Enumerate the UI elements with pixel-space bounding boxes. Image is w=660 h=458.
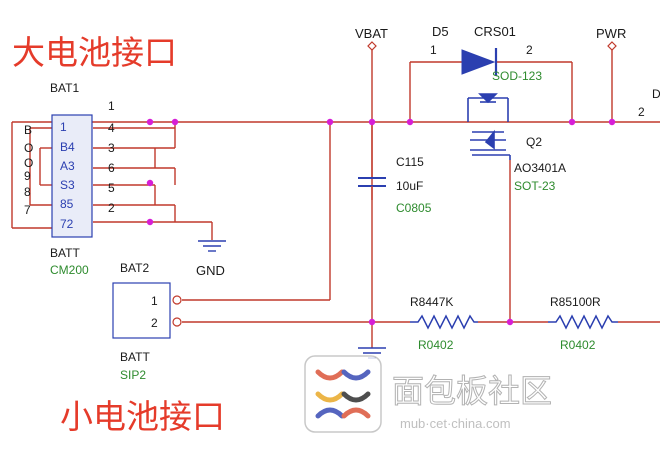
svg-text:4: 4	[108, 121, 115, 135]
svg-text:O: O	[24, 141, 33, 155]
watermark: 面包板社区 mub·cet·china.com	[304, 355, 553, 433]
gnd-symbol: GND	[196, 240, 226, 278]
d5-diode: D5 1 CRS01 2 SOD-123	[430, 24, 542, 83]
svg-text:S3: S3	[60, 178, 75, 192]
bat1-left-marks: B O O 9 8 7	[24, 123, 33, 217]
watermark-logo-mark	[315, 369, 371, 419]
bat2-body	[112, 282, 171, 339]
c115-ref: C115	[396, 155, 424, 169]
svg-text:1: 1	[60, 120, 67, 134]
d5-pin1: 1	[430, 43, 437, 57]
q2-mosfet: Q2 AO3401A SOT-23	[467, 93, 566, 193]
r85-resistor: R85100R R0402	[548, 295, 618, 352]
svg-text:85: 85	[60, 197, 74, 211]
d5-part: CRS01	[474, 24, 516, 39]
c115-value: 10uF	[396, 179, 423, 193]
svg-text:A3: A3	[60, 159, 75, 173]
bat2-component: BAT2 1 2 BATT SIP2	[112, 261, 182, 382]
bat1-part: CM200	[50, 263, 89, 277]
r85-package: R0402	[560, 338, 596, 352]
svg-text:7: 7	[24, 203, 31, 217]
bat1-outer-pins: 1 4 3 6 5 2	[108, 99, 115, 215]
svg-text:3: 3	[108, 141, 115, 155]
c115-package: C0805	[396, 201, 432, 215]
junction-dots	[146, 118, 616, 326]
svg-text:6: 6	[108, 161, 115, 175]
q2-package: SOT-23	[514, 179, 556, 193]
bat2-pin2: 2	[151, 316, 158, 330]
big-battery-title: 大电池接口	[12, 33, 177, 72]
svg-text:B: B	[24, 123, 32, 137]
svg-text:72: 72	[60, 217, 74, 231]
svg-text:2: 2	[108, 201, 115, 215]
vbat-label: VBAT	[355, 26, 388, 41]
bat1-inner-pins: 1 B4 A3 S3 85 72	[60, 120, 75, 231]
bat2-pin1: 1	[151, 294, 158, 308]
d5-ref: D5	[432, 24, 449, 39]
bat2-type: BATT	[120, 350, 150, 364]
vbat-port: VBAT	[355, 26, 388, 51]
r84-package: R0402	[418, 338, 454, 352]
bat1-body	[51, 114, 93, 238]
wires	[11, 48, 660, 348]
svg-text:8: 8	[24, 185, 31, 199]
svg-text:B4: B4	[60, 140, 75, 154]
bat1-ref: BAT1	[50, 81, 79, 95]
q2-ref: Q2	[526, 135, 542, 149]
svg-text:1: 1	[108, 99, 115, 113]
d5-package: SOD-123	[492, 69, 542, 83]
right-edge-label: D	[652, 87, 660, 101]
small-battery-title: 小电池接口	[60, 397, 225, 436]
r84-label: R8447K	[410, 295, 453, 309]
bat2-ref: BAT2	[120, 261, 149, 275]
right-edge-pin: 2	[638, 105, 645, 119]
r85-label: R85100R	[550, 295, 601, 309]
d5-pin2: 2	[526, 43, 533, 57]
r84-resistor: R8447K R0402	[410, 295, 478, 352]
c115-capacitor: C115 10uF C0805	[358, 155, 432, 215]
watermark-url: mub·cet·china.com	[400, 416, 511, 431]
bat1-component: BAT1 BATT CM200 1 B4 A3 S3 85 72 1 4 3 6…	[24, 81, 115, 277]
bat1-type: BATT	[50, 246, 80, 260]
svg-text:9: 9	[24, 169, 31, 183]
pwr-label: PWR	[596, 26, 626, 41]
watermark-text: 面包板社区	[392, 372, 552, 410]
gnd-label: GND	[196, 263, 225, 278]
pwr-port: PWR	[596, 26, 626, 51]
svg-text:5: 5	[108, 181, 115, 195]
bat2-part: SIP2	[120, 368, 146, 382]
svg-text:O: O	[24, 156, 33, 170]
q2-part: AO3401A	[514, 161, 566, 175]
